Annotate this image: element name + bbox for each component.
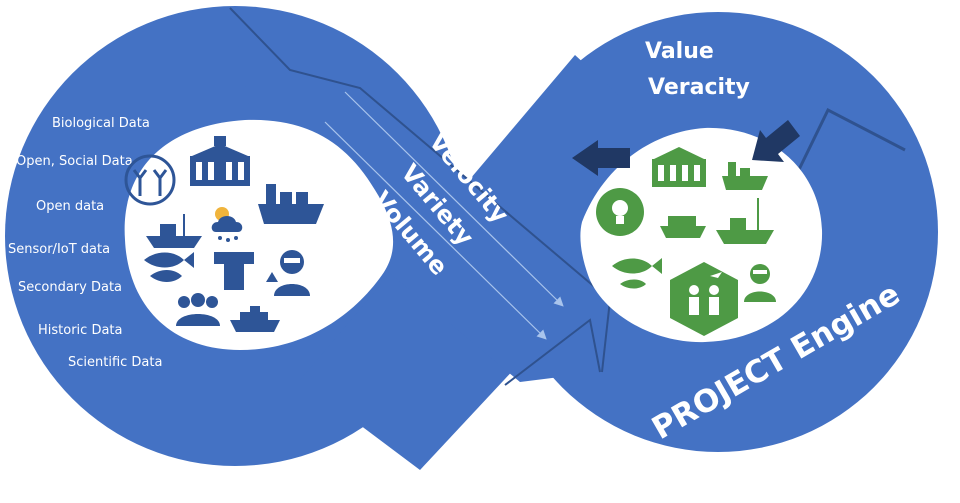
right-lobe-edge-notch bbox=[788, 107, 906, 189]
band-edge-top bbox=[229, 7, 612, 373]
scientist-icon bbox=[744, 264, 776, 302]
label-veracity: Veracity bbox=[648, 75, 750, 100]
band-upper-left-to-lower-right bbox=[232, 10, 612, 382]
flow-line-upper bbox=[344, 91, 564, 307]
left-icons bbox=[124, 136, 324, 332]
band-edge-bottom bbox=[504, 318, 601, 386]
ferry-ship-icon bbox=[660, 216, 706, 238]
arrow-left-outflow-icon bbox=[572, 140, 630, 176]
travel-family-icon bbox=[670, 262, 738, 336]
weather-cloud-icon bbox=[211, 207, 243, 242]
source-label-sensor-iot: Sensor/IoT data bbox=[8, 242, 110, 257]
scientist-icon bbox=[266, 250, 310, 296]
flow-line-lower bbox=[324, 121, 547, 340]
fish-icon bbox=[144, 252, 194, 282]
university-building-icon bbox=[190, 136, 250, 186]
fish-icon bbox=[612, 258, 662, 289]
right-icons bbox=[596, 147, 776, 336]
cruise-ship-icon bbox=[230, 306, 280, 332]
pipe-icon bbox=[214, 252, 254, 290]
source-label-scientific: Scientific Data bbox=[68, 355, 162, 370]
source-label-secondary: Secondary Data bbox=[18, 280, 122, 295]
left-sources-list: Biological Data Open, Social Data Open d… bbox=[8, 116, 162, 370]
infinity-loop bbox=[5, 6, 938, 470]
cargo-ship-icon bbox=[258, 184, 324, 224]
antenna-sign-icon bbox=[124, 154, 176, 206]
cargo-ship-icon bbox=[722, 162, 768, 190]
people-group-icon bbox=[176, 293, 220, 326]
lightbulb-head-icon bbox=[596, 188, 644, 236]
source-label-open-data: Open data bbox=[36, 199, 104, 214]
source-label-biological: Biological Data bbox=[52, 116, 150, 131]
source-label-open-social: Open, Social Data bbox=[16, 154, 133, 169]
fishing-boat-icon bbox=[716, 198, 774, 244]
arrow-inflow-icon bbox=[752, 120, 800, 162]
label-value: Value bbox=[645, 39, 714, 64]
fishing-boat-icon bbox=[146, 214, 202, 248]
source-label-historic: Historic Data bbox=[38, 323, 123, 338]
university-building-icon bbox=[652, 147, 706, 187]
